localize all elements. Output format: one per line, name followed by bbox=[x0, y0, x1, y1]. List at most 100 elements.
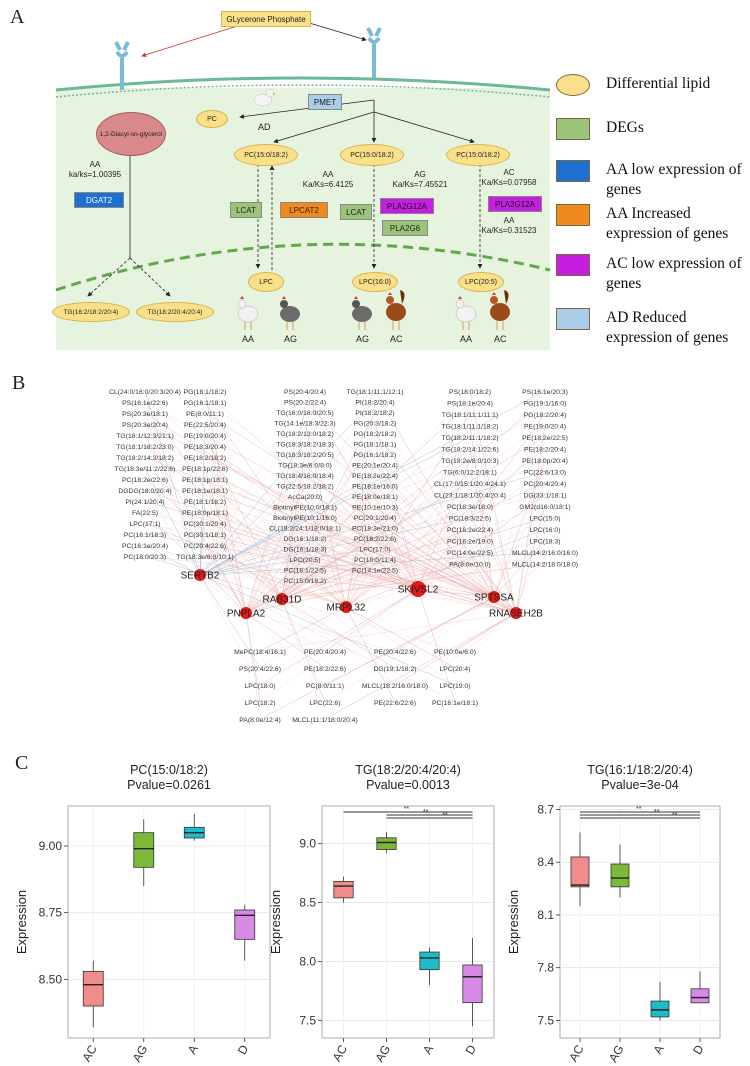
legend-swatch bbox=[556, 254, 590, 276]
lipid-center: PC(10:0/11:4) bbox=[354, 557, 396, 564]
lipid-center: PC(15:0/18:2) bbox=[284, 578, 326, 585]
network-edge bbox=[199, 495, 376, 576]
lipid-center: TG(18:2/13:0/18:2) bbox=[276, 431, 333, 438]
network-edge bbox=[281, 563, 546, 600]
chicken-label-2: AG bbox=[284, 334, 298, 344]
network-edge bbox=[345, 471, 546, 608]
lipid-center: PC(18:1/22:5) bbox=[284, 568, 326, 575]
network-edge bbox=[345, 494, 471, 608]
network-edge bbox=[469, 505, 495, 598]
y-tick-label: 7.8 bbox=[537, 961, 554, 975]
chicken-label-5: AA bbox=[460, 334, 473, 344]
network-edge bbox=[245, 612, 261, 720]
y-tick-label: 8.0 bbox=[299, 954, 316, 968]
lipid-center: PC(14:1e/22:5) bbox=[352, 568, 398, 575]
network-edge bbox=[199, 574, 261, 686]
network-edge bbox=[144, 555, 495, 598]
legend-label: AC low expression of genes bbox=[606, 255, 742, 292]
network-edge bbox=[144, 434, 247, 614]
lpc-node-1: LPC bbox=[248, 272, 284, 292]
box bbox=[82, 970, 104, 1007]
lipid-left: PE(8:0/11:1) bbox=[186, 411, 224, 418]
x-tick-label: D bbox=[463, 1042, 480, 1057]
network-edge bbox=[245, 390, 376, 614]
legend-label: Differential lipid bbox=[606, 75, 711, 92]
lipid-center: PC(18:3e/21:0) bbox=[352, 526, 398, 533]
gene-lipid-network: CL(24:0/16:0/20:3/20:4)PG(18:1/18:2)PS(1… bbox=[109, 389, 578, 724]
gene-node bbox=[276, 593, 288, 605]
lipid-left: PE(18:1p/22:6) bbox=[182, 466, 228, 473]
chart-title: TG(16:1/18:2/20:4) bbox=[587, 763, 693, 777]
network-edge bbox=[245, 612, 261, 703]
network-edge bbox=[304, 579, 495, 598]
lipid-left: PS(20:3e/18:1) bbox=[122, 411, 168, 418]
lipid-right: TG(6:0/12:2/18:1) bbox=[443, 470, 497, 477]
lipid-bottom: LPC(22:6) bbox=[310, 700, 341, 707]
network-edge bbox=[144, 467, 201, 576]
x-tick-label: AC bbox=[79, 1042, 100, 1064]
lipid-center: PE(18:2e/22:4) bbox=[352, 473, 398, 480]
network-edge bbox=[204, 500, 347, 608]
network-edge bbox=[469, 425, 495, 598]
lipid-left: TG(18:3e/8:0/10:1) bbox=[176, 554, 233, 561]
legend-swatch bbox=[556, 204, 590, 226]
network-edge bbox=[245, 516, 376, 614]
panel-label-b: B bbox=[12, 372, 26, 394]
chart-title: TG(18:2/20:4/20:4) bbox=[355, 763, 461, 777]
network-edge bbox=[324, 612, 517, 720]
box bbox=[570, 856, 590, 888]
network-edge bbox=[199, 443, 306, 576]
network-edge bbox=[304, 401, 517, 614]
chart-subtitle: Pvalue=0.0013 bbox=[366, 778, 450, 792]
lipid-right: CL(23:1/18:1/20:4/20:4) bbox=[434, 493, 506, 500]
network-edge bbox=[469, 494, 517, 614]
network-edge bbox=[259, 606, 347, 652]
network-edge bbox=[394, 596, 495, 652]
x-tick-label: AG bbox=[372, 1043, 393, 1065]
network-edge bbox=[245, 464, 376, 614]
network-edge bbox=[144, 456, 247, 614]
network-edge bbox=[144, 522, 347, 608]
lipid-center: TG(18:3/18:2/20:5) bbox=[276, 452, 333, 459]
gene-label: MRPL32 bbox=[327, 603, 366, 614]
y-axis-label: Expression bbox=[14, 890, 29, 954]
network-edge bbox=[417, 436, 546, 590]
network-edge bbox=[281, 401, 306, 600]
network-edge bbox=[417, 402, 471, 590]
lipid-left: FA(22:5) bbox=[132, 510, 158, 517]
lipid-left: PS(16:1e/22:6) bbox=[122, 400, 168, 407]
network-edge bbox=[374, 495, 419, 590]
network-edge bbox=[394, 612, 517, 686]
white-chicken-icon bbox=[237, 296, 259, 330]
gene-label: SPTSSA bbox=[474, 593, 514, 604]
x-tick-label: AG bbox=[606, 1043, 627, 1065]
network-edge bbox=[469, 551, 517, 614]
network-edge bbox=[199, 445, 206, 576]
lipid-left: PE(18:1/18:2) bbox=[184, 499, 226, 506]
lipid-right: TG(18:2e/8:0/10:3) bbox=[441, 458, 498, 465]
lipid-center: PI(18:2/20:4) bbox=[355, 400, 394, 407]
network-edge bbox=[199, 574, 456, 686]
lipid-left: PE(19:0/20:4) bbox=[184, 433, 226, 440]
pc-node-3: PC(15:0/18:2) bbox=[446, 144, 510, 166]
lipid-right: PC(16:2e/22:4) bbox=[447, 527, 493, 534]
network-edge bbox=[304, 411, 419, 590]
network-edge bbox=[199, 436, 471, 576]
network-edge bbox=[469, 413, 517, 614]
y-tick-label: 8.50 bbox=[39, 972, 63, 986]
box bbox=[133, 832, 155, 868]
receptor-icon bbox=[366, 27, 382, 78]
duck-icon bbox=[252, 86, 276, 108]
network-edge bbox=[304, 548, 517, 614]
lipid-center: BiotinylPE(10:0/18:1) bbox=[273, 505, 337, 512]
lipid-bottom: PE(20:4/22:6) bbox=[374, 649, 416, 656]
network-edge bbox=[304, 495, 347, 608]
network-edge bbox=[417, 494, 546, 590]
gene-label: RAB31D bbox=[263, 595, 302, 606]
lipid-left: PE(22:5/20:4) bbox=[184, 422, 226, 429]
network-edge bbox=[281, 551, 471, 600]
tg-node-1: TG(16:2/18:2/20:4) bbox=[52, 302, 130, 322]
network-edge bbox=[204, 412, 247, 614]
lipid-bottom: PA(8:0e/12:4) bbox=[239, 717, 280, 724]
